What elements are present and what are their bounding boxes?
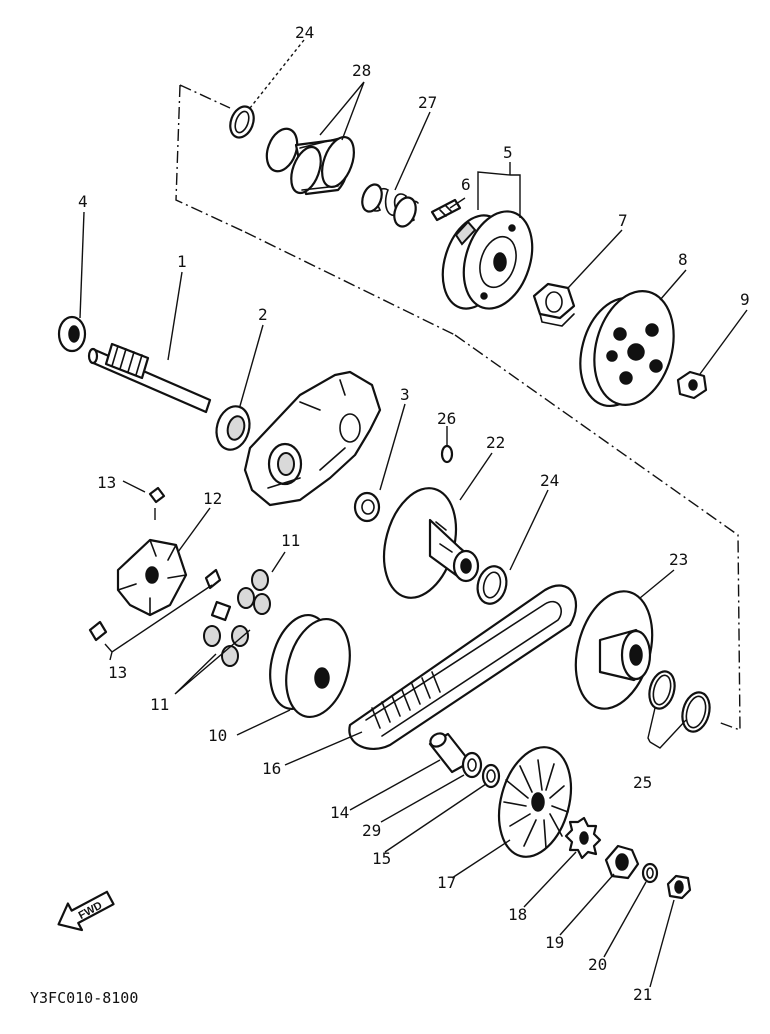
callout-13-bottom: 13	[108, 663, 127, 682]
callout-12: 12	[203, 489, 222, 508]
part-24-circlip-right	[476, 565, 508, 605]
part-22-secondary-sheave	[383, 487, 480, 599]
part-5-clutch-carrier	[441, 210, 534, 310]
part-7-nut	[532, 282, 576, 327]
callout-29: 29	[362, 821, 381, 840]
callout-23: 23	[669, 550, 688, 569]
callout-21: 21	[633, 985, 652, 1004]
callout-6: 6	[461, 175, 471, 194]
callout-5: 5	[503, 143, 513, 162]
part-28-collar	[265, 127, 355, 196]
callout-15: 15	[372, 849, 391, 868]
callout-1: 1	[177, 252, 187, 271]
callout-22: 22	[486, 433, 505, 452]
part-8-clutch-housing	[579, 290, 675, 408]
callout-10: 10	[208, 726, 227, 745]
part-25-o-rings	[648, 670, 711, 733]
callout-9: 9	[740, 290, 750, 309]
part-16-v-belt	[348, 584, 578, 750]
part-23-sliding-sheave	[574, 590, 654, 710]
part-27-spring	[361, 183, 419, 228]
callout-11-bottom: 11	[150, 695, 169, 714]
callout-7: 7	[618, 211, 628, 230]
part-1-primary-shaft	[87, 342, 212, 414]
callout-24-right: 24	[540, 471, 559, 490]
callout-14: 14	[330, 803, 349, 822]
part-18-star-washer	[564, 816, 602, 860]
part-2-bearing	[215, 405, 251, 451]
callout-28: 28	[352, 61, 371, 80]
callout-25: 25	[633, 773, 652, 792]
part-10-primary-sheave	[269, 613, 351, 719]
callout-27: 27	[418, 93, 437, 112]
callout-16: 16	[262, 759, 281, 778]
fwd-label: FWD	[77, 900, 105, 922]
callout-3: 3	[400, 385, 410, 404]
part-4-oil-seal	[57, 315, 87, 353]
part-9-flange-nut	[676, 370, 708, 400]
callout-20: 20	[588, 955, 607, 974]
part-26-key	[440, 444, 454, 464]
leader-lines	[79, 39, 748, 988]
callout-8: 8	[678, 250, 688, 269]
part-15-washer	[481, 763, 501, 789]
part-13-slider-left	[88, 620, 108, 642]
part-20-washer	[641, 862, 659, 884]
drawing-code: Y3FC010-8100	[30, 989, 138, 1007]
part-24-circlip-top	[229, 105, 255, 139]
callout-4: 4	[78, 192, 88, 211]
callout-18: 18	[508, 905, 527, 924]
callout-26: 26	[437, 409, 456, 428]
part-29-washer	[461, 751, 483, 779]
part-13-slider-right	[204, 568, 222, 590]
forward-direction-arrow: FWD	[57, 890, 115, 932]
transmission-cover	[243, 370, 382, 507]
callout-13-top: 13	[97, 473, 116, 492]
part-3-washer	[353, 491, 381, 523]
callout-19: 19	[545, 933, 564, 952]
part-13-slider-top	[148, 486, 166, 504]
assembly-boundary-line-mid	[244, 231, 456, 336]
part-17-primary-fixed-sheave	[498, 746, 572, 858]
part-11-rollers	[203, 569, 271, 667]
callout-17: 17	[437, 873, 456, 892]
part-12-ramp-plate	[116, 538, 188, 617]
assembly-boundary-line	[175, 84, 741, 732]
part-21-nut	[666, 874, 692, 900]
callout-11-top: 11	[281, 531, 300, 550]
part-19-nut	[604, 844, 640, 880]
callout-24-top: 24	[295, 23, 314, 42]
callout-2: 2	[258, 305, 268, 324]
part-6-pin	[430, 198, 462, 222]
